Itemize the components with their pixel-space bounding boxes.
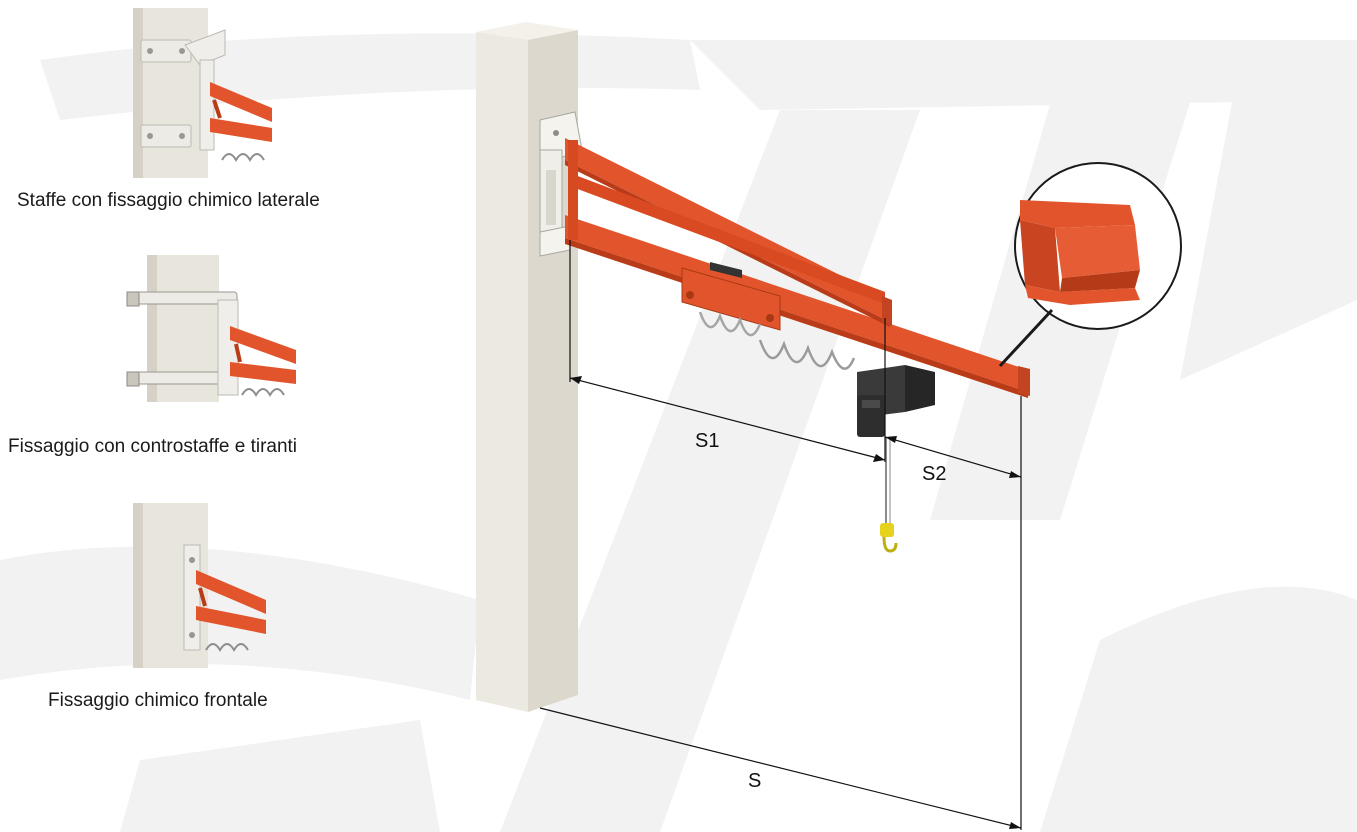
festoon-cable — [698, 311, 762, 337]
dimension-label-s: S — [748, 770, 761, 792]
dimension-arrowheads — [570, 376, 1021, 829]
dimension-line-s1 — [569, 377, 886, 461]
festoon-cable — [758, 339, 856, 370]
dimension-label-s2: S2 — [922, 463, 946, 485]
jib-arm — [565, 138, 1030, 398]
variant-thumbnail-lateral — [133, 8, 272, 178]
dimension-label-s1: S1 — [695, 430, 719, 452]
electric-hoist — [857, 365, 935, 553]
dimension-line-s — [539, 707, 1022, 829]
hook-icon — [882, 536, 898, 553]
variant-caption-frontal: Fissaggio chimico frontale — [48, 690, 268, 711]
variant-caption-lateral: Staffe con fissaggio chimico laterale — [17, 190, 320, 211]
variant-caption-tie-rods: Fissaggio con controstaffe e tiranti — [8, 436, 298, 457]
dimension-lines — [539, 240, 1022, 830]
dimension-line-s2 — [884, 436, 1022, 478]
beam-profile-zoom — [998, 162, 1182, 368]
variant-thumbnail-frontal — [133, 503, 266, 668]
variant-thumbnail-tie-rods — [126, 255, 296, 402]
hook-block — [880, 523, 894, 537]
